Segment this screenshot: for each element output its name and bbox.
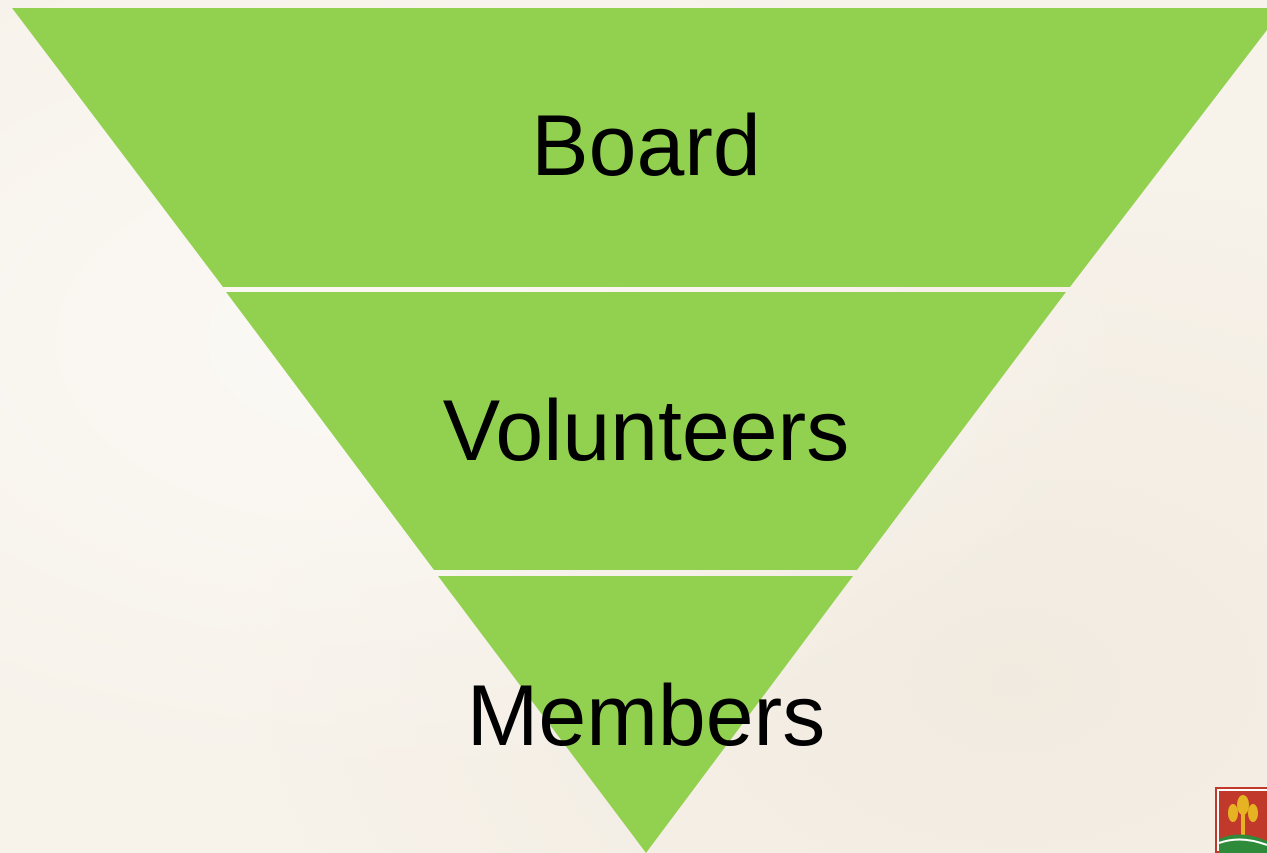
tier-members xyxy=(438,576,853,853)
tier-label-board: Board xyxy=(531,98,761,194)
tier-label-volunteers: Volunteers xyxy=(443,383,849,479)
tier-board xyxy=(12,8,1267,287)
wheat-crest-logo-icon xyxy=(1215,787,1267,853)
tier-volunteers xyxy=(226,292,1066,570)
tier-label-members: Members xyxy=(467,668,825,764)
